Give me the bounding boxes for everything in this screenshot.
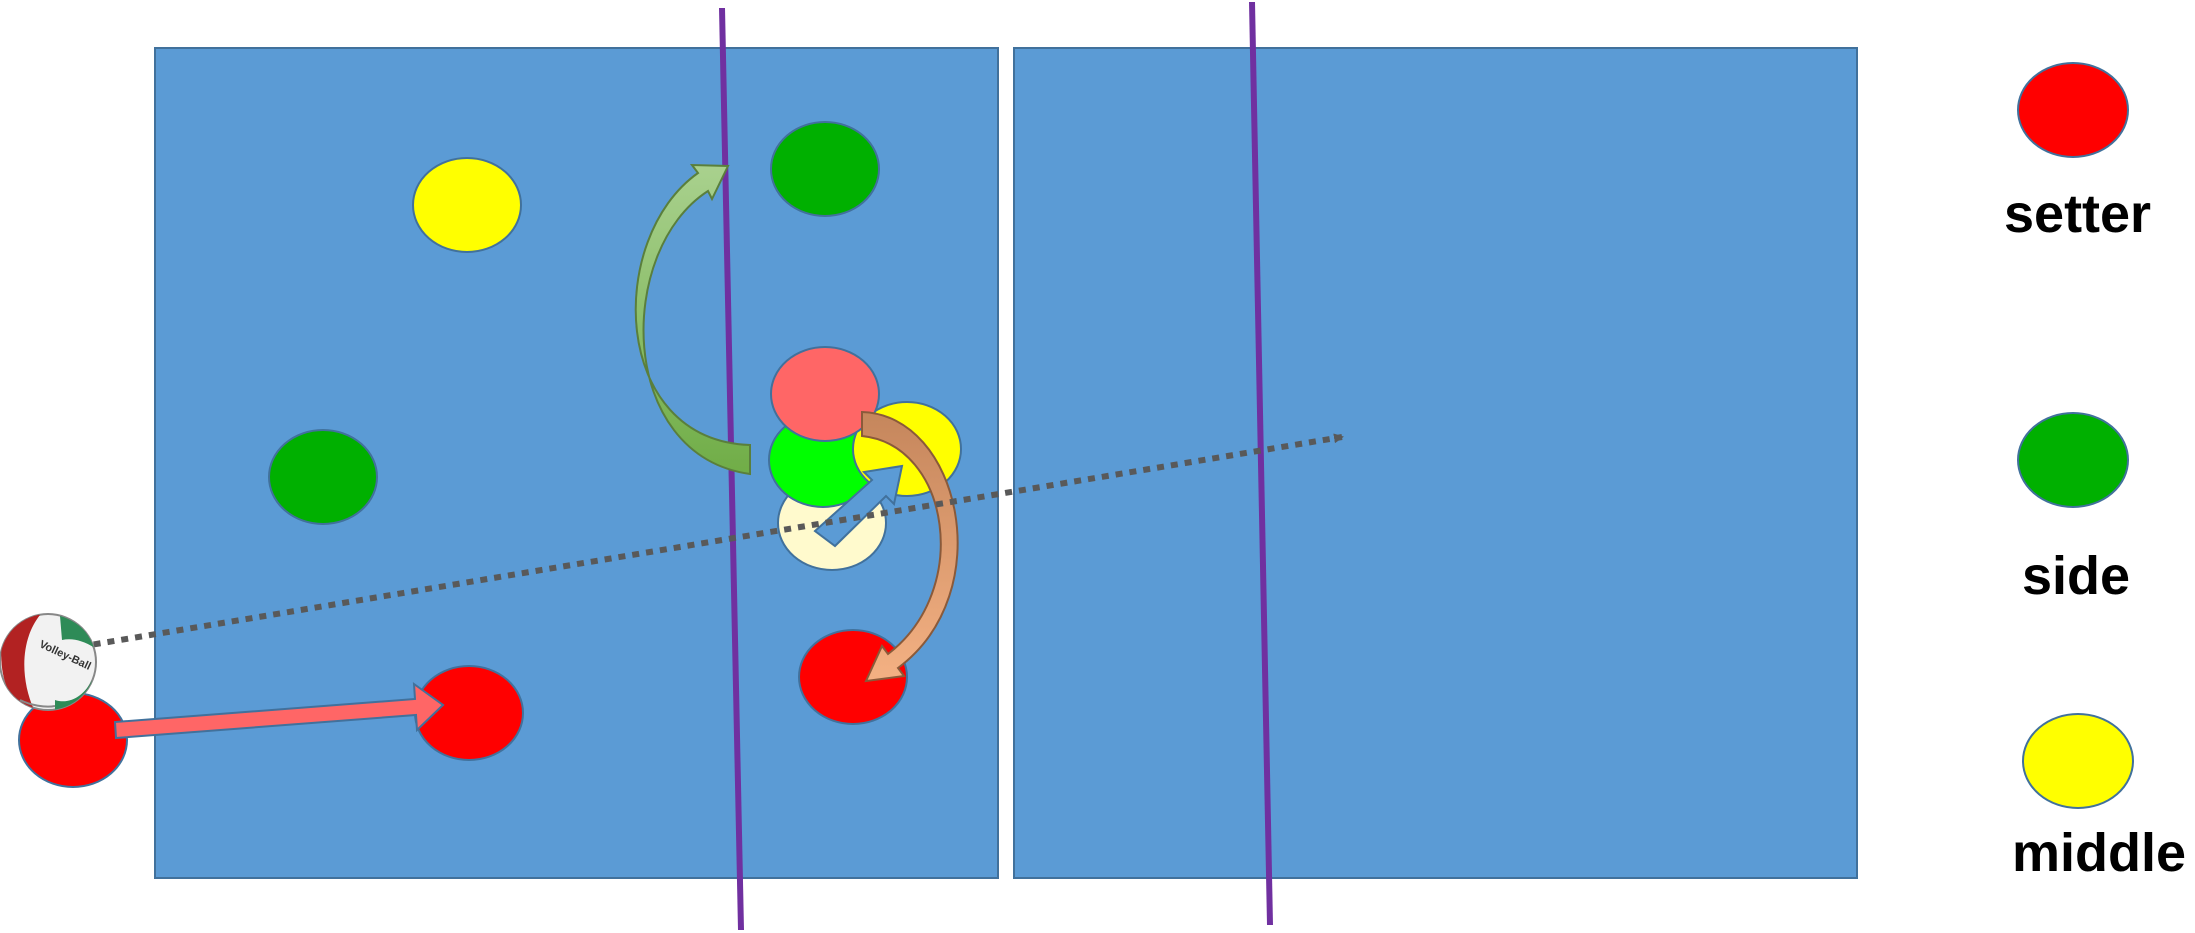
net-line-right: [1249, 1, 1273, 926]
setter-player-faded: [770, 346, 880, 442]
legend-middle-swatch: [2022, 713, 2134, 809]
legend-setter-label: setter: [2004, 184, 2152, 244]
legend-middle-label: middle: [2012, 823, 2187, 883]
side-rotation-arrow: [634, 163, 751, 476]
legend-side-label: side: [2022, 546, 2131, 606]
middle-rotation-arrow: [861, 410, 959, 683]
court-right: [1013, 47, 1858, 879]
volleyball-icon: Volley-Ball: [0, 613, 97, 711]
serve-path: [65, 433, 1344, 652]
middle-player-back: [412, 157, 522, 253]
side-player-back: [268, 429, 378, 525]
side-player-front: [770, 121, 880, 217]
setter-move-arrow: [113, 681, 445, 740]
legend-side-swatch: [2017, 412, 2129, 508]
middle-shift-arrow: [813, 464, 904, 548]
legend-setter-swatch: [2017, 62, 2129, 158]
